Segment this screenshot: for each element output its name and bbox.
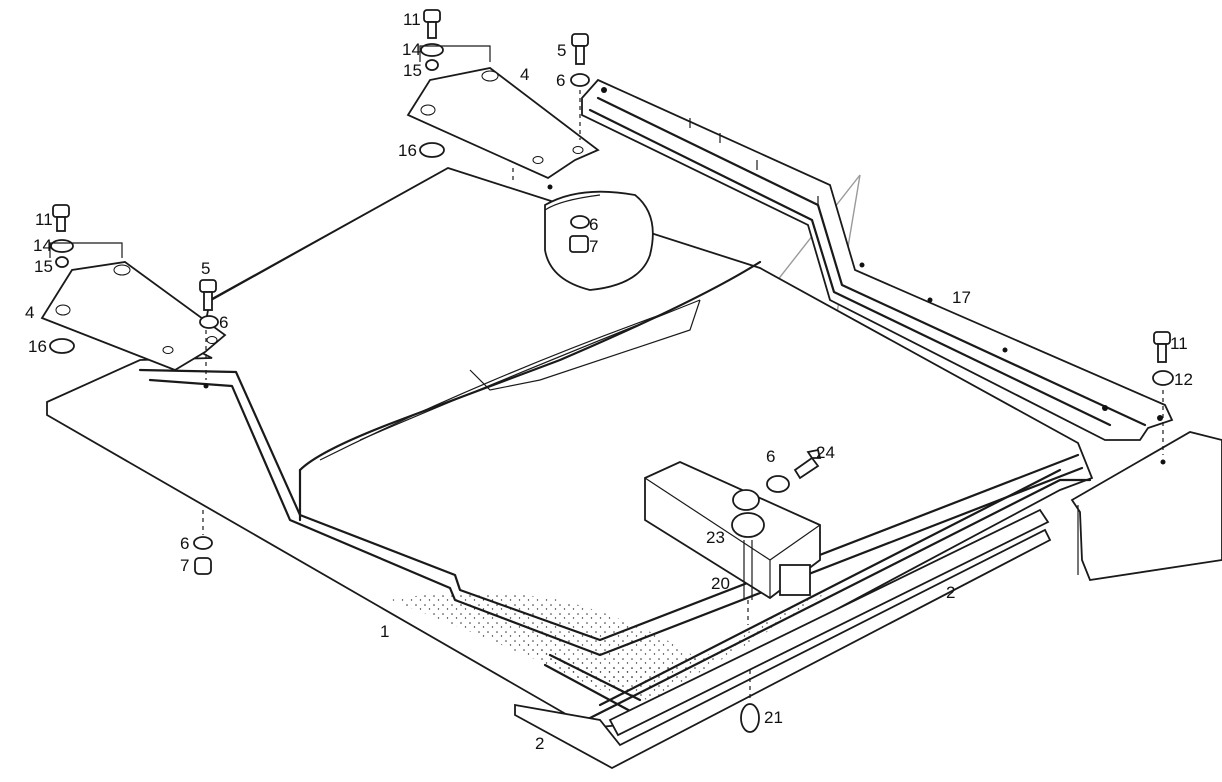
callout-6-lower: 6	[180, 534, 189, 553]
callout-17: 17	[952, 288, 971, 307]
callout-6-top: 6	[556, 71, 565, 90]
cutaway-detail	[544, 190, 654, 291]
callout-16-left: 16	[28, 337, 47, 356]
callout-12: 12	[1174, 370, 1193, 389]
callout-24: 24	[816, 443, 835, 462]
callout-6-lock: 6	[766, 447, 775, 466]
callout-2-bottom: 2	[535, 734, 544, 753]
callout-5-top: 5	[557, 41, 566, 60]
callout-6-cutaway: 6	[589, 215, 598, 234]
callout-7-lower: 7	[180, 556, 189, 575]
callout-2-right: 2	[946, 583, 955, 602]
callout-11-right: 11	[1170, 334, 1188, 353]
callout-20: 20	[711, 574, 730, 593]
seal-strip-right	[514, 508, 1052, 770]
callout-14-left: 14	[33, 236, 52, 255]
callout-11-top: 11	[403, 10, 421, 29]
side-cowling	[1070, 431, 1222, 581]
callout-21: 21	[764, 708, 783, 727]
channel-rail	[581, 78, 1174, 441]
callout-16-top: 16	[398, 141, 417, 160]
callout-15-left: 15	[34, 257, 53, 276]
bracket-plate-top	[406, 67, 600, 180]
callout-11-left: 11	[35, 210, 53, 229]
lock-box	[644, 456, 821, 625]
floor-panel	[46, 167, 1094, 729]
callout-1: 1	[380, 622, 389, 641]
callout-5-left: 5	[201, 259, 210, 278]
callouts: 11 14 15 4 16 5 6 6 7 11 14 15 4 16 5 6 …	[25, 10, 1193, 753]
callout-14-top: 14	[402, 40, 421, 59]
fasteners	[49, 9, 1174, 733]
callout-4-top: 4	[520, 65, 529, 84]
callout-6-left: 6	[219, 313, 228, 332]
bracket-plate-left	[40, 261, 227, 371]
callout-7-cutaway: 7	[589, 237, 598, 256]
callout-15-top: 15	[403, 61, 422, 80]
callout-23: 23	[706, 528, 725, 547]
callout-4-left: 4	[25, 303, 34, 322]
